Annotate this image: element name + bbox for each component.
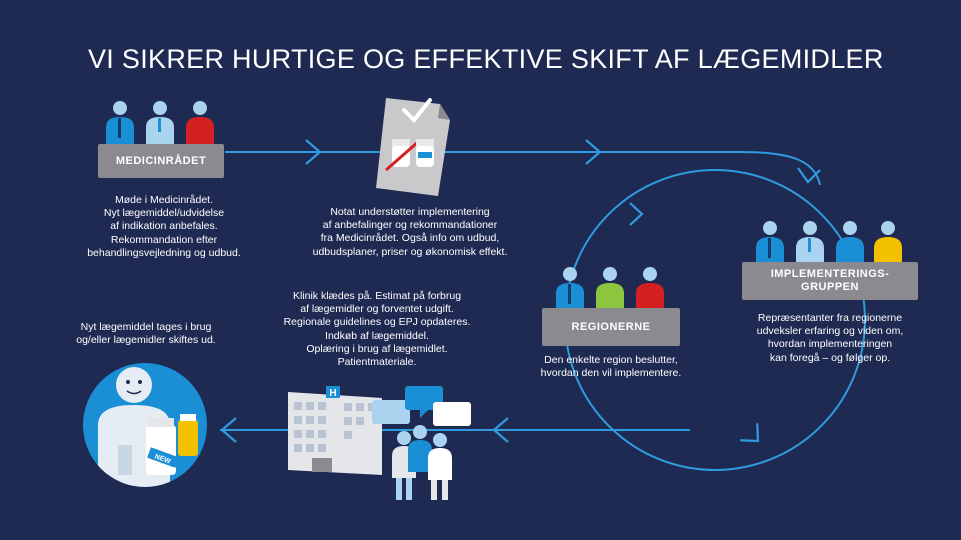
implementeringsgruppen-description: Repræsentanter fra regionerne udveksler … [756, 312, 904, 364]
medicinraadet-label: MEDICINRÅDET [98, 144, 224, 178]
document-check-icon [376, 98, 450, 196]
arrow-left-icon [220, 417, 237, 443]
hospital-icon: H [288, 386, 382, 475]
people-group-icon [106, 101, 214, 145]
svg-text:H: H [329, 388, 336, 399]
arrow-down-icon [797, 167, 821, 184]
arrow-left-icon [629, 202, 644, 226]
regionerne-description: Den enkelte region beslutter, hvordan de… [540, 354, 682, 380]
arrow-left-icon [492, 417, 509, 443]
implementeringsgruppen-label-line2: GRUPPEN [801, 281, 859, 293]
notat-description: Notat understøtter implementering af anb… [312, 206, 508, 258]
arrow-right-icon [585, 139, 602, 165]
people-group-icon [556, 267, 664, 312]
doctor-icon [392, 425, 452, 500]
medicine-bottle-icon: NEW [146, 414, 198, 475]
speech-bubble-icon [372, 386, 471, 426]
implementeringsgruppen-label-line1: IMPLEMENTERINGS- [770, 268, 890, 280]
flow-arrows [220, 139, 821, 443]
flow-line-curve-right [739, 151, 821, 186]
implementeringsgruppen-label: IMPLEMENTERINGS- GRUPPEN [742, 262, 918, 300]
regionerne-label-text: REGIONERNE [571, 320, 651, 333]
klinik-description: Klinik klædes på. Estimat på forbrug af … [283, 290, 471, 369]
regionerne-label: REGIONERNE [542, 308, 680, 346]
arrow-right-icon [305, 139, 322, 165]
patient-description: Nyt lægemiddel tages i brug og/eller læg… [76, 321, 216, 347]
medicinraadet-description: Møde i Medicinrådet. Nyt lægemiddel/udvi… [87, 194, 241, 259]
medicinraadet-label-text: MEDICINRÅDET [115, 154, 207, 167]
people-group-icon [756, 221, 902, 268]
page-title: VI SIKRER HURTIGE OG EFFEKTIVE SKIFT AF … [88, 44, 884, 74]
arrow-down-icon [740, 423, 760, 443]
